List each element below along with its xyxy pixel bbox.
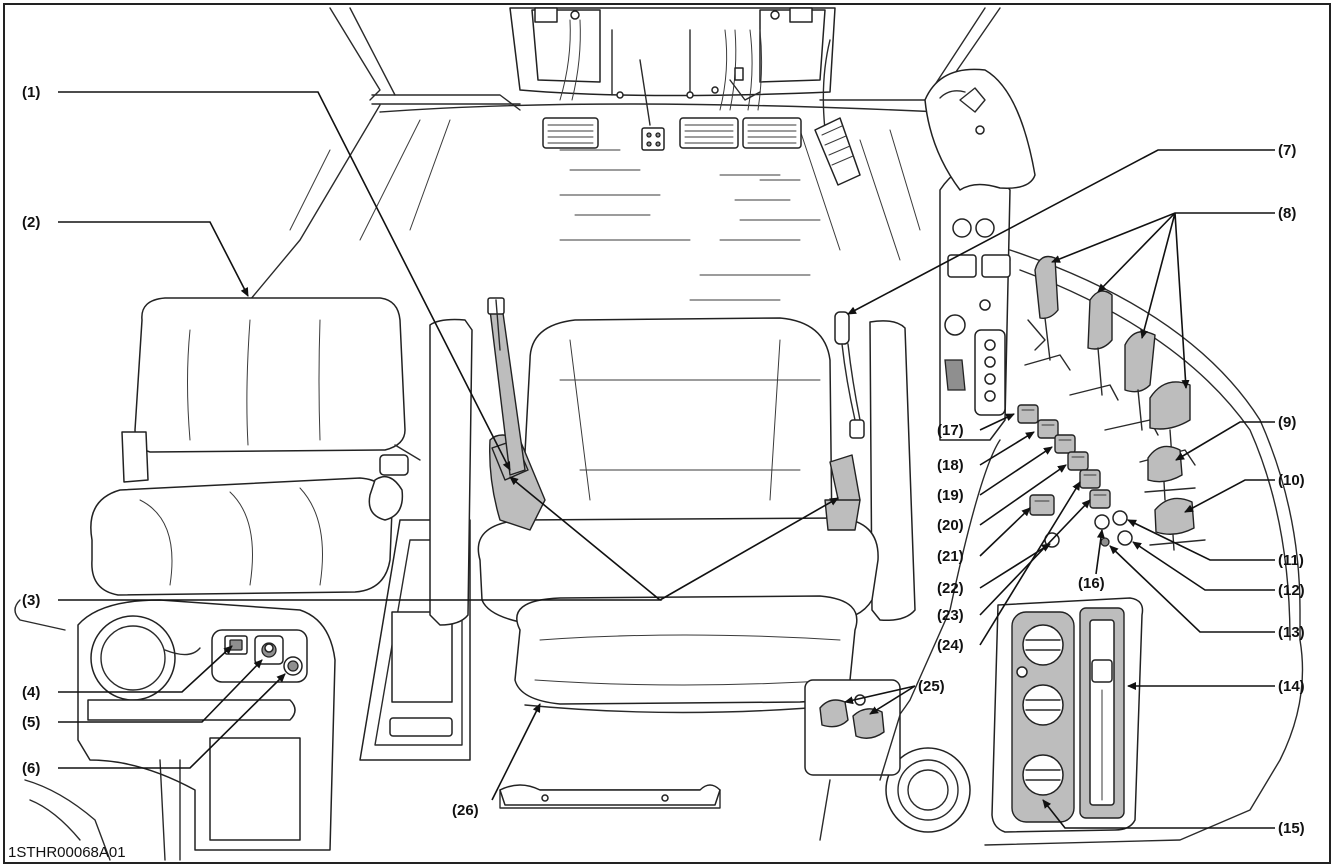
leader-lines [58, 91, 1275, 829]
front-dash [509, 7, 861, 186]
callout-3: (3) [22, 592, 40, 609]
callout-1: (1) [22, 84, 40, 101]
callout-14: (14) [1278, 678, 1305, 695]
right-console [804, 68, 1304, 846]
callout-6: (6) [22, 760, 40, 777]
scv-lever-icon [1087, 290, 1113, 350]
scv-levers [1024, 255, 1196, 466]
switch-bank [1017, 404, 1133, 548]
callout-22: (22) [937, 580, 964, 597]
scv-lever-icon [1034, 255, 1059, 320]
callout-23: (23) [937, 607, 964, 624]
switch-17-icon [1017, 404, 1039, 424]
callout-24: (24) [937, 637, 964, 654]
knob-25-icon [852, 708, 885, 739]
diagram-frame [3, 3, 1331, 864]
switch-21-icon [1079, 469, 1101, 489]
callout-11: (11) [1278, 552, 1304, 569]
switch-16-icon [1094, 514, 1110, 530]
switch-19-icon [1054, 434, 1076, 454]
callout-labels: (1) (2) (3) (4) (5) (6) (7) (8) (9) (10)… [8, 84, 1305, 861]
callout-15: (15) [1278, 820, 1305, 837]
indicator-13-icon [1100, 537, 1110, 547]
callout-18: (18) [937, 457, 964, 474]
scv-lever-icon [1124, 331, 1156, 393]
callout-5: (5) [22, 714, 40, 731]
switch-20-icon [1067, 451, 1089, 471]
callout-21: (21) [937, 548, 964, 565]
callout-16: (16) [1078, 575, 1105, 592]
passenger-seat [90, 297, 421, 596]
lever-10-icon [1154, 497, 1195, 535]
left-console [14, 599, 336, 861]
callout-26: (26) [452, 802, 479, 819]
knob-25-icon [819, 699, 849, 728]
switch-18-icon [1037, 419, 1059, 439]
callout-19: (19) [937, 487, 964, 504]
callout-7: (7) [1278, 142, 1296, 159]
switch-22-icon [1089, 489, 1111, 509]
scv-lever-icon [1149, 381, 1191, 430]
lever-9-icon [1147, 445, 1183, 483]
drawing-code: 1STHR00068A01 [8, 844, 126, 861]
callout-2: (2) [22, 214, 40, 231]
operator-seat [429, 297, 916, 809]
callout-20: (20) [937, 517, 964, 534]
callout-25: (25) [918, 678, 945, 695]
switch-11-icon [1112, 510, 1128, 526]
switch-23-icon [1029, 494, 1055, 516]
callout-4: (4) [22, 684, 40, 701]
callout-13: (13) [1278, 624, 1305, 641]
callout-17: (17) [937, 422, 964, 439]
callout-9: (9) [1278, 414, 1296, 431]
callout-12: (12) [1278, 582, 1305, 599]
callout-10: (10) [1278, 472, 1305, 489]
callout-8: (8) [1278, 205, 1296, 222]
switch-12-icon [1117, 530, 1133, 546]
